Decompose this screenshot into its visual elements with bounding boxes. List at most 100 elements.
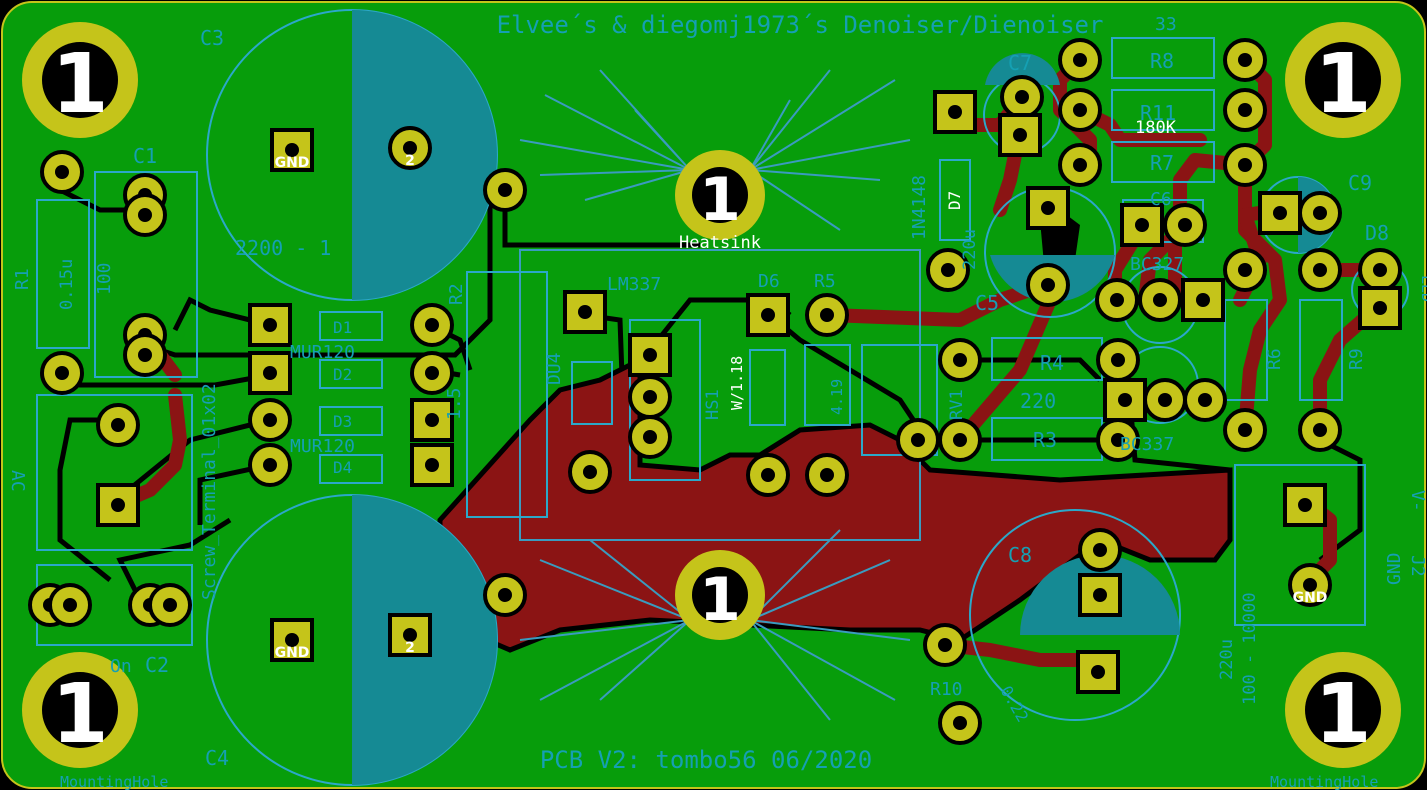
heatsink-hole-top: 1 [675, 150, 765, 240]
q2-pad-3 [1183, 378, 1227, 422]
c8-ref: C8 [1008, 543, 1032, 567]
c2-ref: C2 [145, 653, 169, 677]
d5-pad-k [563, 290, 607, 334]
mount-hole-br: 1 [1285, 652, 1401, 768]
d5-outline [571, 361, 613, 425]
q1-ref: BC327 [1130, 254, 1184, 275]
c5-pad-2 [1026, 263, 1070, 307]
r7-ref: R7 [1150, 151, 1174, 175]
c3-ref: C3 [200, 26, 224, 50]
r8-ref: R8 [1150, 49, 1174, 73]
r8-pad-2 [1223, 38, 1267, 82]
d3-outline [319, 406, 383, 436]
r2-pad-2 [483, 573, 527, 617]
j1-pad-1 [96, 483, 140, 527]
r7-pad-2 [1223, 143, 1267, 187]
d4-pad-k [410, 443, 454, 487]
j2-ref: J2 [1407, 555, 1427, 577]
d7-pad-k [933, 90, 977, 134]
r11-outline [1111, 89, 1215, 131]
c8-pad-2b [1078, 573, 1122, 617]
d7-ref: D7 [945, 191, 964, 210]
d2-outline [319, 359, 383, 389]
j2-value: 100 - 10000 [1240, 592, 1260, 705]
mounting-label-right: MountingHole [1270, 773, 1378, 790]
c5-pad-1 [1026, 186, 1070, 230]
c4-pad-1: GND [270, 618, 314, 662]
u1-value: DU4 [544, 352, 565, 385]
c1-pad-1b [123, 193, 167, 237]
c1-pad-2b [123, 333, 167, 377]
d6-pad-k [746, 293, 790, 337]
j2-outline [1234, 464, 1366, 626]
rv1-pad-1 [896, 418, 940, 462]
u1-pad-2 [628, 375, 672, 419]
d7-pad-a [926, 248, 970, 292]
r4-pad-2 [1096, 338, 1140, 382]
heatsink-label: Heatsink [679, 233, 761, 253]
c7-pad-2 [998, 113, 1042, 157]
d7-value: 1N4148 [909, 175, 930, 240]
mount-hole-bl: 1 [22, 652, 138, 768]
d4-outline [319, 454, 383, 484]
r2-ref: R2 [446, 283, 467, 305]
d5-pad-a [568, 450, 612, 494]
c4-ref: C4 [205, 746, 229, 770]
r5-pad-1 [805, 293, 849, 337]
r5-pad-2 [805, 453, 849, 497]
j1-ref: Screw_Terminal_01x02 [199, 383, 220, 600]
c1-ref: C1 [133, 144, 157, 168]
heatsink-hole-bottom: 1 [675, 550, 765, 640]
c9-pad-2 [1298, 191, 1342, 235]
r4-ref: R4 [1040, 351, 1064, 375]
q2-pad-1 [1103, 378, 1147, 422]
c3-pad-1: GND [270, 128, 314, 172]
rv1-ref: RV1 [947, 389, 967, 420]
rv1-pad-2 [938, 338, 982, 382]
r7-pad-1 [1058, 143, 1102, 187]
c7-value: 220u [960, 229, 980, 270]
d7-outline [939, 159, 971, 241]
j2-pin1: V- [1407, 490, 1427, 512]
c7-pad-1 [1000, 75, 1044, 119]
q2-ref: BC337 [1120, 434, 1174, 455]
r9-ref: R9 [1346, 348, 1367, 370]
c7-ref: C7 [1008, 51, 1032, 75]
c6-pad-2 [1163, 203, 1207, 247]
r8-value: 33 [1155, 14, 1177, 35]
d6-outline [749, 349, 786, 426]
d8-pad-2 [1358, 286, 1402, 330]
j2-pad-1 [1283, 483, 1327, 527]
d4-ref: D4 [333, 458, 352, 477]
c5-ref: C5 [975, 291, 999, 315]
d3-pad-a [248, 398, 292, 442]
d1-value: MUR120 [290, 342, 355, 363]
d3-ref: D3 [333, 412, 352, 431]
j2-pad-2-label: GND [1293, 590, 1328, 606]
r2-value: 1.5 [444, 387, 465, 420]
c1-outline [94, 171, 198, 378]
c4-pad-2: 2 [388, 613, 432, 657]
d6-ref: D6 [758, 271, 780, 292]
hs1-ref: HS1 [703, 389, 723, 420]
c2-value: On [110, 656, 132, 677]
c8-pad-1 [1076, 650, 1120, 694]
r6-pad-2 [1223, 408, 1267, 452]
r11-value: 180K [1135, 118, 1177, 138]
board-footer: PCB V2: tombo56 06/2020 [540, 746, 872, 774]
mount-hole-tr: 1 [1285, 22, 1401, 138]
d8-value: LED [1418, 275, 1427, 302]
r1-outline [36, 199, 90, 349]
c3-pad-1-label: GND [275, 155, 310, 171]
r10-pad-2 [923, 623, 967, 667]
svg-text:1: 1 [1314, 37, 1371, 132]
mount-hole-tl: 1 [22, 22, 138, 138]
r8-pad-1 [1058, 38, 1102, 82]
r11-ref: R11 [1140, 101, 1176, 125]
rv1-outline [861, 344, 938, 456]
q1-pad-2 [1138, 278, 1182, 322]
j2-pad-2: GND [1288, 563, 1332, 607]
d2-ref: D2 [333, 365, 352, 384]
c6-ref: C6 [1150, 189, 1172, 210]
